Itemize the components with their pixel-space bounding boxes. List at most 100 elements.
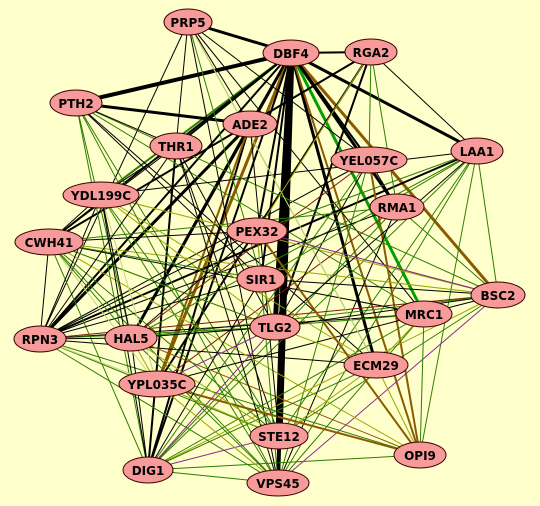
edge-opi9-cwh41 bbox=[48, 241, 421, 456]
node-label: PTH2 bbox=[58, 97, 93, 111]
edge-mrc1-opi9 bbox=[419, 313, 425, 456]
edge-prp5-rpn3 bbox=[39, 21, 189, 340]
node-ellipse bbox=[236, 265, 286, 293]
node-ellipse bbox=[13, 325, 67, 353]
node-rma1[interactable]: RMA1 bbox=[369, 193, 425, 221]
edge-pth2-ste12 bbox=[75, 102, 280, 437]
node-yel057c[interactable]: YEL057C bbox=[330, 146, 408, 174]
node-ellipse bbox=[222, 110, 278, 138]
edge-dbf4-opi9 bbox=[290, 52, 421, 456]
edge-pex32-bsc2 bbox=[256, 230, 499, 296]
edge-dig1-tlg2 bbox=[147, 326, 276, 471]
node-ellipse bbox=[330, 146, 408, 174]
node-mrc1[interactable]: MRC1 bbox=[395, 300, 453, 328]
edge-tlg2-thr1 bbox=[175, 145, 276, 328]
edge-pex32-rpn3 bbox=[39, 230, 258, 340]
node-ellipse bbox=[249, 422, 309, 450]
node-label: OPI9 bbox=[404, 449, 436, 463]
edge-ste12-ydl199c bbox=[100, 194, 280, 437]
edge-prp5-thr1 bbox=[175, 21, 189, 147]
edge-ydl199c-rpn3 bbox=[39, 194, 102, 340]
node-bsc2[interactable]: BSC2 bbox=[470, 281, 526, 309]
node-ade2[interactable]: ADE2 bbox=[222, 110, 278, 138]
node-opi9[interactable]: OPI9 bbox=[393, 441, 447, 469]
edge-dig1-hal5 bbox=[130, 337, 149, 471]
node-label: HAL5 bbox=[113, 332, 148, 346]
edge-thr1-rpn3 bbox=[39, 145, 177, 340]
node-label: DBF4 bbox=[273, 47, 309, 61]
edge-vps45-hal5 bbox=[130, 337, 279, 484]
edge-sir1-dig1 bbox=[147, 278, 262, 471]
edge-vps45-rpn3 bbox=[39, 338, 279, 484]
edge-ypl035c-vps45 bbox=[156, 383, 279, 484]
edge-pth2-dig1 bbox=[75, 102, 149, 471]
edge-ecm29-prp5 bbox=[187, 21, 377, 366]
node-ellipse bbox=[262, 39, 320, 67]
node-dbf4[interactable]: DBF4 bbox=[262, 39, 320, 67]
edge-ypl035c-cwh41 bbox=[48, 241, 158, 385]
node-label: LAA1 bbox=[460, 145, 495, 159]
node-ellipse bbox=[149, 132, 203, 160]
node-label: YPL035C bbox=[127, 378, 187, 392]
node-tlg2[interactable]: TLG2 bbox=[249, 313, 301, 341]
edge-rma1-bsc2 bbox=[396, 206, 499, 296]
node-pex32[interactable]: PEX32 bbox=[226, 217, 288, 245]
edge-laa1-ydl199c bbox=[100, 150, 478, 196]
edge-ypl035c-ydl199c bbox=[100, 194, 158, 385]
edge-mrc1-dig1 bbox=[147, 313, 425, 471]
node-label: DIG1 bbox=[132, 464, 165, 478]
node-ellipse bbox=[344, 38, 398, 66]
node-sir1[interactable]: SIR1 bbox=[236, 265, 286, 293]
edge-dbf4-yel057c bbox=[290, 52, 370, 161]
node-ellipse bbox=[395, 300, 453, 328]
edge-bsc2-ydl199c bbox=[100, 194, 499, 296]
node-ydl199c[interactable]: YDL199C bbox=[62, 181, 140, 209]
node-label: YDL199C bbox=[70, 189, 131, 203]
node-label: PEX32 bbox=[236, 225, 279, 239]
edge-ecm29-dig1 bbox=[147, 364, 377, 471]
node-rpn3[interactable]: RPN3 bbox=[13, 325, 67, 353]
edge-opi9-dig1 bbox=[147, 454, 421, 471]
node-ellipse bbox=[118, 370, 196, 398]
edge-thr1-dig1 bbox=[147, 145, 177, 471]
node-label: MRC1 bbox=[405, 308, 443, 322]
node-prp5[interactable]: PRP5 bbox=[163, 8, 213, 36]
node-thr1[interactable]: THR1 bbox=[149, 132, 203, 160]
node-rga2[interactable]: RGA2 bbox=[344, 38, 398, 66]
node-label: VPS45 bbox=[256, 477, 299, 491]
node-ellipse bbox=[122, 456, 174, 484]
edge-tlg2-bsc2 bbox=[274, 294, 499, 328]
node-ypl035c[interactable]: YPL035C bbox=[118, 370, 196, 398]
edge-dbf4-bsc2 bbox=[289, 52, 500, 296]
edge-rga2-yel057c bbox=[368, 51, 372, 161]
node-ste12[interactable]: STE12 bbox=[249, 422, 309, 450]
node-hal5[interactable]: HAL5 bbox=[104, 324, 158, 352]
node-pth2[interactable]: PTH2 bbox=[49, 89, 103, 117]
node-label: PRP5 bbox=[170, 16, 205, 30]
node-ellipse bbox=[470, 281, 526, 309]
edge-tlg2-laa1 bbox=[274, 150, 478, 328]
node-vps45[interactable]: VPS45 bbox=[246, 469, 310, 497]
edge-dbf4-laa1 bbox=[290, 51, 478, 153]
node-ellipse bbox=[163, 8, 213, 36]
edge-ecm29-opi9 bbox=[375, 364, 421, 456]
node-dig1[interactable]: DIG1 bbox=[122, 456, 174, 484]
edge-ade2-dig1 bbox=[147, 123, 251, 471]
edge-laa1-opi9 bbox=[419, 150, 478, 456]
edge-tlg2-cwh41 bbox=[48, 241, 276, 328]
edge-pex32-cwh41 bbox=[48, 230, 258, 243]
node-ellipse bbox=[246, 469, 310, 497]
node-label: RPN3 bbox=[22, 333, 58, 347]
node-cwh41[interactable]: CWH41 bbox=[14, 228, 84, 256]
edge-sir1-bsc2 bbox=[260, 278, 499, 296]
edge-rga2-laa1 bbox=[370, 51, 478, 152]
node-label: BSC2 bbox=[481, 289, 516, 303]
node-ellipse bbox=[343, 351, 409, 379]
edge-cwh41-rpn3 bbox=[39, 241, 50, 340]
edge-rga2-pex32 bbox=[256, 51, 372, 232]
edge-pth2-sir1 bbox=[75, 102, 262, 280]
node-ecm29[interactable]: ECM29 bbox=[343, 351, 409, 379]
node-laa1[interactable]: LAA1 bbox=[450, 137, 504, 165]
edge-pex32-laa1 bbox=[256, 150, 478, 232]
